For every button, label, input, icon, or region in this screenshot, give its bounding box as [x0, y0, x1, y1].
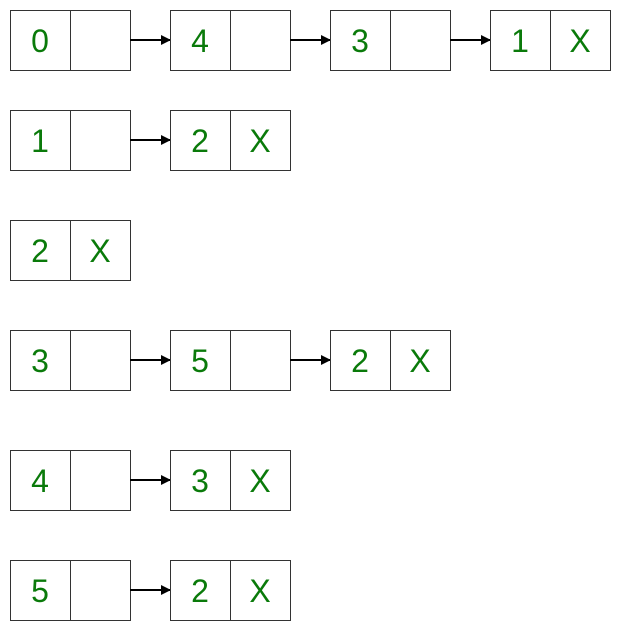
node-value-label: 3 [191, 463, 209, 499]
null-pointer-label: X [89, 233, 110, 269]
node-value-label: 0 [31, 23, 49, 59]
node-value-label: 2 [351, 343, 369, 379]
node-value-cell [490, 10, 551, 71]
node-value-cell [10, 330, 71, 391]
list-node: 5 [10, 560, 131, 621]
node-value-label: 3 [351, 23, 369, 59]
node-value-cell [10, 110, 71, 171]
node-pointer-cell [70, 560, 131, 621]
null-pointer-label: X [249, 463, 270, 499]
node-pointer-cell [230, 450, 291, 511]
node-pointer-cell [70, 330, 131, 391]
null-pointer-label: X [569, 23, 590, 59]
node-value-cell [330, 10, 391, 71]
node-pointer-cell [230, 560, 291, 621]
node-pointer-cell [70, 220, 131, 281]
node-pointer-cell [70, 10, 131, 71]
node-value-cell [330, 330, 391, 391]
node-pointer-cell [390, 330, 451, 391]
node-value-label: 3 [31, 343, 49, 379]
list-node: 4 [170, 10, 291, 71]
null-pointer-label: X [409, 343, 430, 379]
null-pointer-label: X [249, 573, 270, 609]
node-value-label: 1 [31, 123, 49, 159]
node-value-label: 2 [191, 123, 209, 159]
node-value-label: 2 [31, 233, 49, 269]
node-pointer-cell [230, 330, 291, 391]
node-value-cell [170, 450, 231, 511]
node-value-cell [10, 220, 71, 281]
node-value-label: 4 [191, 23, 209, 59]
list-node: 0 [10, 10, 131, 71]
node-pointer-cell [230, 10, 291, 71]
null-pointer-label: X [249, 123, 270, 159]
node-value-label: 4 [31, 463, 49, 499]
node-value-label: 1 [511, 23, 529, 59]
node-value-cell [170, 10, 231, 71]
node-value-cell [10, 10, 71, 71]
node-pointer-cell [390, 10, 451, 71]
node-pointer-cell [550, 10, 611, 71]
node-value-label: 2 [191, 573, 209, 609]
list-node: 5 [170, 330, 291, 391]
list-node: 1 [10, 110, 131, 171]
list-node: 3 [10, 330, 131, 391]
node-value-label: 5 [191, 343, 209, 379]
node-pointer-cell [70, 450, 131, 511]
node-pointer-cell [230, 110, 291, 171]
list-node: 3 [330, 10, 451, 71]
node-pointer-cell [70, 110, 131, 171]
node-value-cell [170, 560, 231, 621]
list-node: 4 [10, 450, 131, 511]
node-value-label: 5 [31, 573, 49, 609]
